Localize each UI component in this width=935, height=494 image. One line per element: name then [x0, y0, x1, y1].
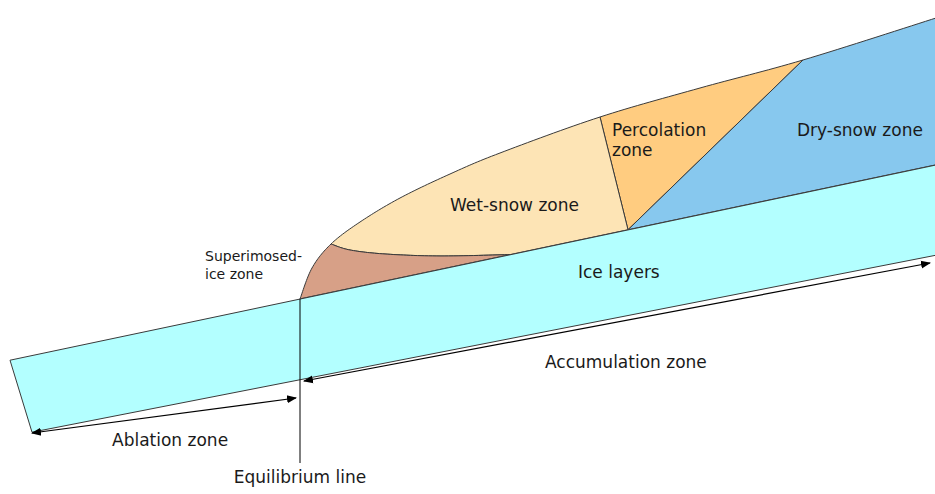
label-holder: Ablation zone — [112, 430, 228, 450]
wet-snow-zone: Wet-snow zone — [331, 117, 628, 256]
accumulation-arrow — [304, 263, 930, 381]
equilibrium-line — [300, 299, 301, 463]
zone-label: Superimosed- ice zone — [205, 248, 313, 283]
zone-label: Ice layers — [578, 262, 660, 282]
line-label: Equilibrium line — [234, 467, 366, 487]
zone-extent-label: Accumulation zone — [545, 352, 707, 372]
zone-label: Dry-snow zone — [797, 120, 923, 140]
zone-outline — [331, 117, 628, 256]
zone-extent-label: Ablation zone — [112, 430, 228, 450]
zone-fill — [331, 117, 628, 256]
zone-label: Wet-snow zone — [450, 195, 579, 215]
zone-fill — [10, 165, 935, 432]
ablation-arrow — [32, 398, 296, 433]
label-holder: Accumulation zone — [545, 352, 707, 372]
label-holder: Equilibrium line — [234, 467, 366, 487]
zone-label: Percolation zone — [612, 120, 712, 161]
